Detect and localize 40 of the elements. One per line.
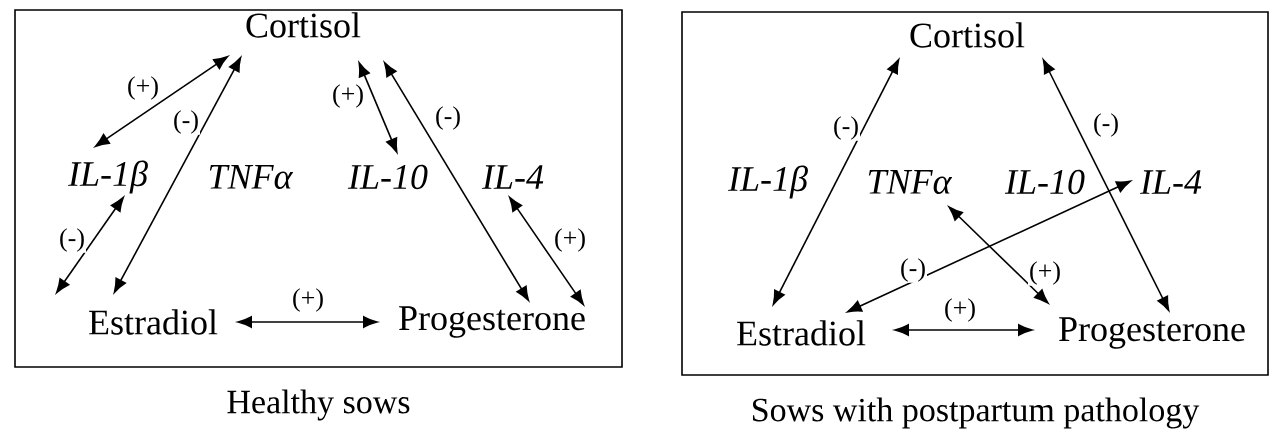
term-label: Estradiol	[89, 309, 218, 335]
edge-label: (+)	[553, 227, 587, 253]
edge-label: (+)	[291, 287, 325, 313]
edge-label: (+)	[126, 75, 160, 101]
node-label: Sows with postpartum pathology	[752, 397, 1200, 429]
term-label: Progesterone	[1059, 317, 1245, 349]
term-label: TNFα	[868, 170, 953, 194]
term-label: IL-1β	[727, 165, 808, 199]
edge-label: (-)	[434, 105, 462, 131]
node-label: Healthy sows	[227, 389, 410, 421]
term-label: Progesterone	[399, 306, 585, 338]
edge-label: (-)	[832, 115, 860, 141]
edge-label: (+)	[943, 297, 977, 323]
term-label: IL-10	[1004, 169, 1085, 195]
arrow	[509, 196, 584, 306]
term-label: IL-10	[347, 164, 428, 190]
term-label: IL-4	[1139, 170, 1202, 194]
term-label: IL-1β	[67, 160, 148, 194]
arrow	[1042, 59, 1170, 311]
edge-label: (-)	[58, 227, 86, 253]
edge-label: (+)	[331, 83, 365, 109]
arrow	[358, 62, 398, 153]
arrow	[113, 57, 242, 293]
term-label: Cortisol	[910, 22, 1025, 48]
arrow	[894, 324, 1033, 336]
term-label: Cortisol	[246, 12, 361, 38]
arrow	[237, 316, 378, 328]
term-label: IL-4	[481, 165, 544, 189]
arrow	[94, 56, 229, 147]
arrow	[383, 61, 530, 302]
arrow	[772, 59, 900, 305]
edge-label: (+)	[1028, 260, 1062, 286]
edge-label: (-)	[172, 109, 200, 135]
term-label: TNFα	[209, 165, 294, 189]
arrow	[948, 206, 1049, 304]
arrow	[56, 196, 124, 294]
edge-label: (-)	[1092, 112, 1120, 138]
edge-label: (-)	[899, 257, 927, 283]
term-label: Estradiol	[737, 320, 866, 346]
arrow	[847, 180, 1131, 313]
